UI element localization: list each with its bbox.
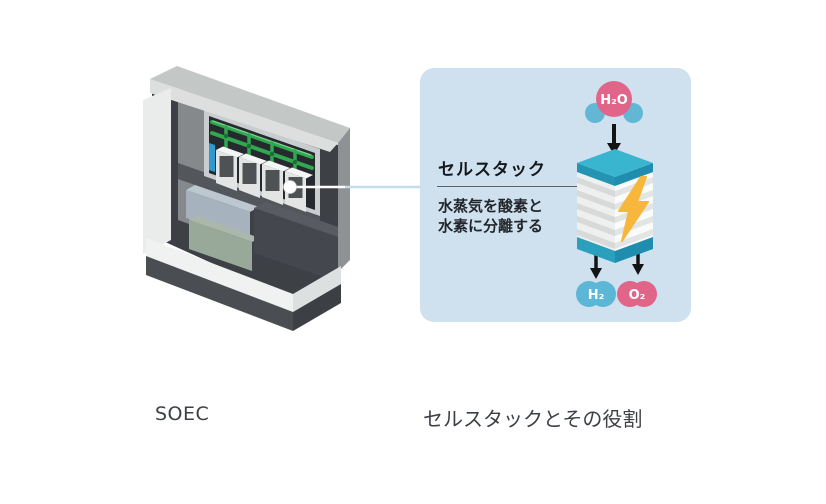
blue-element (209, 143, 215, 172)
o2-label: O₂ (629, 288, 646, 303)
panel-divider (437, 186, 577, 187)
lightning-bolt-icon (618, 176, 649, 242)
h2-label: H₂ (588, 288, 605, 303)
machine-outer-shell (143, 66, 350, 272)
h2o-label: H₂O (600, 93, 628, 108)
cell-stack-icon (577, 149, 653, 263)
panel-description: 水蒸気を酸素と 水素に分離する (438, 196, 588, 236)
callout-leader (283, 180, 421, 194)
h2o-molecule: H₂O (585, 81, 643, 123)
highlight-dot (283, 180, 297, 194)
o2-molecule: O₂ (617, 281, 657, 307)
cell-stack-diagram: H₂O H₂ O₂ (576, 81, 657, 307)
h2-molecule: H₂ (576, 281, 616, 307)
caption-cell-stack-role: セルスタックとその役割 (423, 407, 643, 431)
arrow-down-input-icon (607, 124, 621, 155)
machine-lower-boxes (186, 185, 350, 282)
soec-machine-illustration (143, 66, 350, 331)
panel-description-line2: 水素に分離する (438, 217, 544, 235)
panel-heading: セルスタック (438, 160, 546, 180)
cell-stack-modules (216, 146, 313, 212)
caption-soec: SOEC (155, 403, 210, 425)
machine-base (146, 238, 341, 331)
panel-description-line1: 水蒸気を酸素と (438, 197, 544, 215)
